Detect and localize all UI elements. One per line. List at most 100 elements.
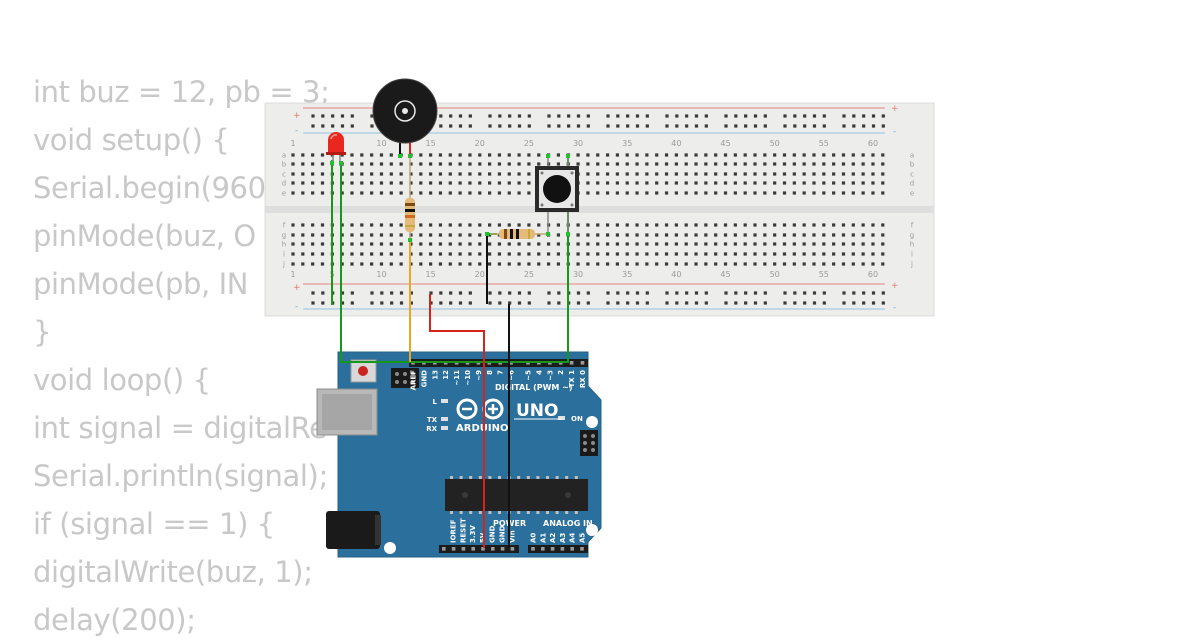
breadboard-hole (841, 153, 846, 157)
breadboard-hole (812, 153, 816, 157)
breadboard-hole (871, 153, 875, 157)
rail-hole (468, 291, 472, 295)
breadboard-hole (438, 172, 443, 176)
breadboard-hole (586, 191, 590, 195)
power-pin (461, 547, 466, 551)
chip-pin (450, 476, 453, 479)
breadboard-hole (714, 162, 718, 166)
breadboard-hole (311, 233, 315, 237)
rail-hole (586, 114, 590, 118)
breadboard-hole (448, 172, 452, 176)
rail-hole (547, 124, 551, 128)
breadboard-hole (458, 262, 462, 266)
breadboard-hole (370, 181, 374, 185)
rail-hole (498, 301, 502, 305)
breadboard-hole (517, 223, 521, 227)
analog-pin-label: A2 (549, 533, 557, 543)
breadboard-hole (832, 181, 836, 185)
rail-hole (586, 301, 590, 305)
breadboard-hole (871, 172, 875, 176)
breadboard-hole (468, 262, 472, 266)
rail-hole (468, 114, 472, 118)
rail-hole (763, 124, 767, 128)
breadboard-hole (360, 181, 364, 185)
breadboard-hole (802, 233, 806, 237)
rail-hole (517, 114, 522, 118)
breadboard-hole (733, 191, 737, 195)
row-letter: c (282, 171, 286, 179)
breadboard-hole (488, 162, 492, 166)
breadboard-hole (664, 181, 669, 185)
rail-hole (311, 291, 315, 295)
breadboard-hole (419, 233, 423, 237)
breadboard-hole (370, 223, 374, 227)
breadboard-hole (645, 252, 649, 256)
chip-pin (498, 511, 501, 514)
breadboard-hole (448, 233, 452, 237)
breadboard-hole (615, 172, 619, 176)
rail-hole (439, 124, 443, 128)
rail-hole (508, 114, 512, 118)
breadboard-hole (350, 153, 354, 157)
code-snippet: int buz = 12, pb = 3;void setup() {Seria… (33, 68, 330, 644)
rail-hole (665, 301, 669, 305)
breadboard-hole (448, 191, 452, 195)
breadboard-hole (399, 181, 403, 185)
rail-hole (399, 301, 404, 305)
rail-hole (803, 301, 807, 305)
breadboard-hole (723, 191, 728, 195)
breadboard-hole (527, 153, 531, 157)
rail-hole (852, 301, 856, 305)
breadboard-hole (753, 181, 757, 185)
rail-hole (842, 114, 846, 118)
rail-hole (429, 291, 433, 295)
mounting-hole (586, 524, 598, 536)
connection-dots (330, 154, 570, 242)
components (326, 78, 579, 242)
breadboard-hole (291, 252, 295, 256)
breadboard-hole (851, 153, 855, 157)
breadboard-hole (537, 252, 541, 256)
rail-hole (822, 124, 826, 128)
rail-hole (616, 114, 620, 118)
chip-pin (536, 476, 540, 479)
breadboard-hole (370, 162, 374, 166)
breadboard-hole (773, 242, 777, 246)
column-number: 1 (290, 139, 295, 148)
rail-hole (753, 301, 758, 305)
chip-pin (488, 476, 492, 479)
rail-hole (842, 124, 846, 128)
breadboard-hole (655, 153, 659, 157)
rail-hole (635, 114, 640, 118)
breadboard-hole (507, 262, 511, 266)
column-number: 55 (819, 270, 829, 279)
breadboard-hole (615, 181, 619, 185)
breadboard-hole (763, 262, 767, 266)
breadboard-hole (714, 191, 718, 195)
rail-hole (311, 124, 315, 128)
breadboard-hole (379, 181, 384, 185)
breadboard-hole (586, 223, 590, 227)
rail-hole (744, 301, 748, 305)
breadboard-hole (320, 233, 325, 237)
analog-pin (580, 547, 584, 551)
breadboard-hole (419, 191, 423, 195)
rail-hole (517, 301, 522, 305)
rail-hole (557, 124, 561, 128)
breadboard-hole (861, 191, 865, 195)
breadboard-hole (350, 162, 354, 166)
digital-pin-label: ~11 (453, 370, 461, 386)
breadboard-hole (438, 153, 443, 157)
breadboard-hole (645, 181, 649, 185)
breadboard-hole (881, 233, 885, 237)
rail-hole (321, 301, 325, 305)
breadboard-hole (458, 162, 462, 166)
breadboard-hole (733, 162, 737, 166)
breadboard-hole (674, 153, 678, 157)
chip-pin (574, 476, 578, 479)
rail-hole (675, 124, 679, 128)
breadboard-hole (881, 223, 885, 227)
breadboard-hole (763, 223, 767, 227)
breadboard-hole (851, 223, 855, 227)
breadboard-hole (674, 233, 678, 237)
